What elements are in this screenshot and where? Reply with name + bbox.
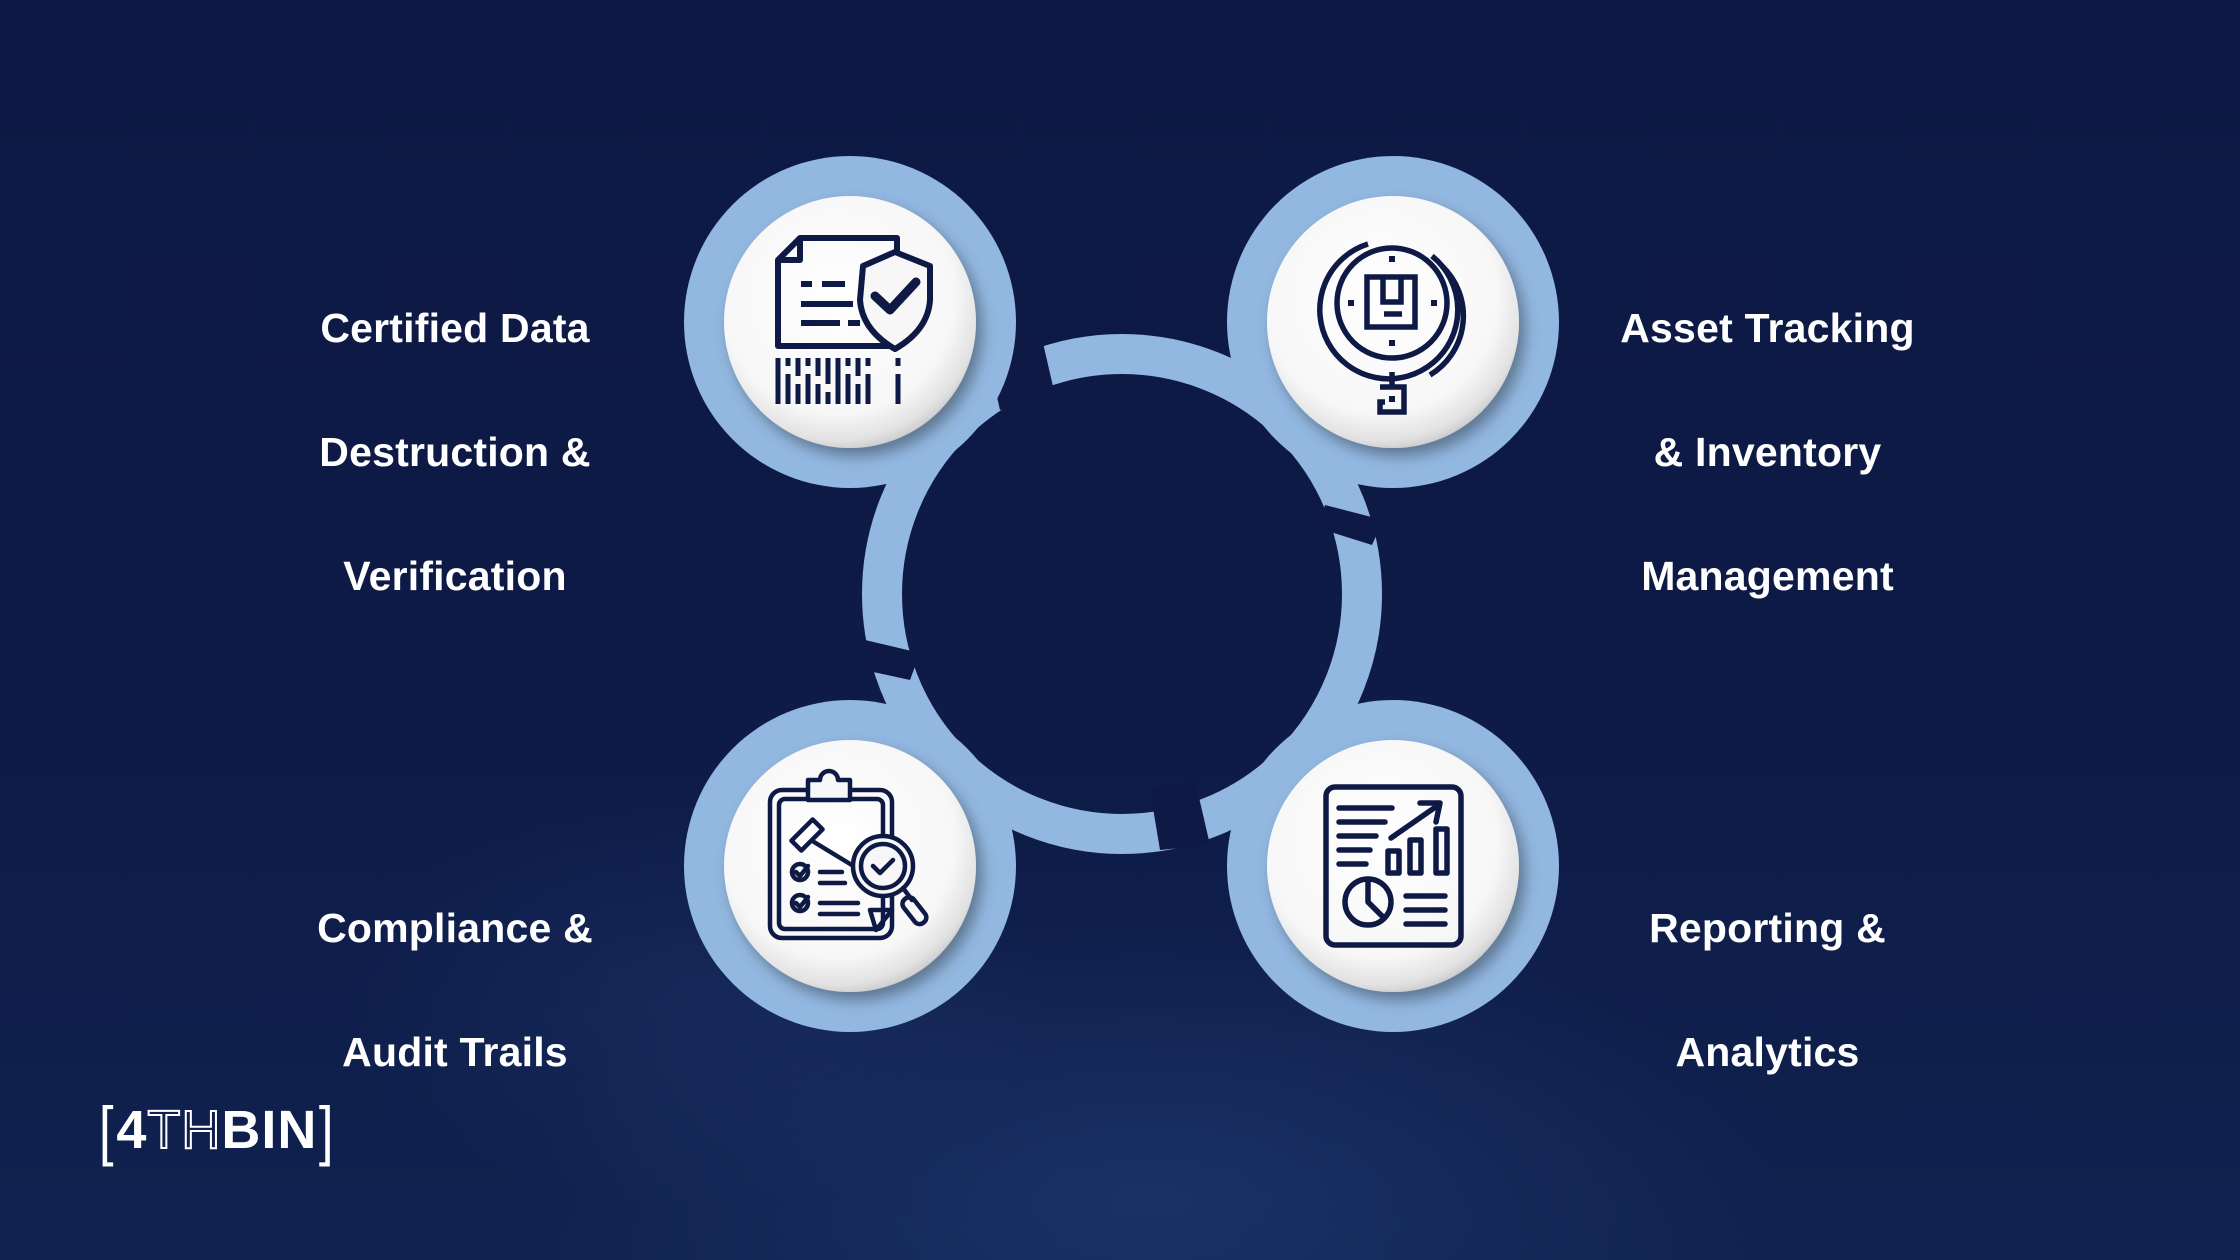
logo-open-bracket: [	[98, 1093, 115, 1167]
clipboard-gavel-magnifier-icon	[767, 768, 929, 941]
label-line: Reporting &	[1649, 905, 1886, 951]
label-asset-tracking: Asset Tracking & Inventory Management	[1585, 235, 1950, 669]
label-line: Destruction &	[319, 429, 591, 475]
label-compliance-audit: Compliance & Audit Trails	[275, 835, 635, 1145]
logo-4thbin: [ 4 TH BIN ]	[97, 1095, 337, 1165]
label-line: Audit Trails	[342, 1029, 568, 1075]
label-line: Management	[1641, 553, 1894, 599]
logo-part-th: TH	[146, 1099, 222, 1161]
logo-part-4: 4	[116, 1100, 148, 1160]
logo-part-bin: BIN	[221, 1100, 318, 1160]
logo-close-bracket: ]	[319, 1093, 335, 1167]
label-reporting-analytics: Reporting & Analytics	[1585, 835, 1950, 1145]
label-line: Compliance &	[317, 905, 593, 951]
disc-top-right	[1267, 196, 1519, 448]
label-line: Certified Data	[320, 305, 590, 351]
ring-gap-left	[855, 640, 920, 680]
label-line: Verification	[343, 553, 567, 599]
document-shield-shredder-icon	[775, 235, 933, 404]
center-ring	[862, 334, 1382, 854]
disc-bottom-right	[1267, 740, 1519, 992]
label-line: Asset Tracking	[1620, 305, 1915, 351]
label-certified-data-destruction: Certified Data Destruction & Verificatio…	[275, 235, 635, 669]
label-line: Analytics	[1675, 1029, 1860, 1075]
report-chart-icon	[1323, 784, 1464, 948]
ring-gap-bottom	[1150, 780, 1210, 850]
label-line: & Inventory	[1653, 429, 1882, 475]
ring-gap-right	[1318, 505, 1383, 545]
magnifier-box-tracking-icon	[1317, 241, 1467, 415]
